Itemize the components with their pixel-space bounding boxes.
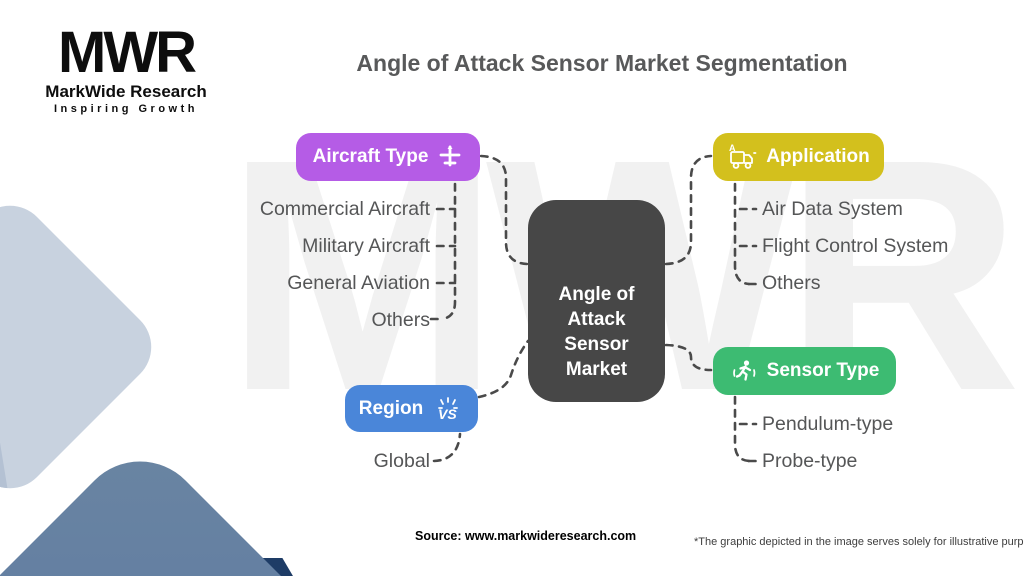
list-item: Others xyxy=(371,309,430,331)
plane-icon xyxy=(439,145,461,167)
segment-button-application: A Application xyxy=(713,133,884,181)
brand-logo: MWR MarkWide Research Inspiring Growth xyxy=(38,20,214,116)
truck-icon: A xyxy=(729,143,757,169)
brand-logo-name: MarkWide Research xyxy=(45,82,207,101)
brand-logo-acronym: MWR xyxy=(58,20,197,85)
item-list-aircraft-type: Commercial Aircraft Military Aircraft Ge… xyxy=(130,191,430,339)
list-item: Military Aircraft xyxy=(302,235,430,257)
runner-icon xyxy=(732,360,756,381)
list-item: Probe-type xyxy=(762,450,858,472)
center-node-market: Angle of Attack Sensor Market xyxy=(528,200,665,402)
list-item: Pendulum-type xyxy=(762,413,894,435)
vs-icon: VS xyxy=(438,396,459,422)
item-list-sensor-type: Pendulum-type Probe-type xyxy=(762,406,1012,480)
svg-text:VS: VS xyxy=(438,406,457,422)
segment-label-sensor-type: Sensor Type xyxy=(766,360,880,381)
list-item: General Aviation xyxy=(287,272,430,294)
item-list-region: Global xyxy=(250,443,430,480)
source-note: Source: www.markwideresearch.com xyxy=(415,529,637,543)
brand-logo-tagline: Inspiring Growth xyxy=(54,103,198,115)
list-item: Flight Control System xyxy=(762,235,949,257)
list-item: Others xyxy=(762,272,821,294)
segment-label-application: Application xyxy=(766,146,870,167)
segment-label-region: Region xyxy=(358,397,424,419)
page-title: Angle of Attack Sensor Market Segmentati… xyxy=(356,50,848,76)
list-item: Commercial Aircraft xyxy=(259,198,430,220)
segment-button-aircraft-type: Aircraft Type xyxy=(296,133,480,181)
svg-text:A: A xyxy=(729,143,736,153)
item-list-application: Air Data System Flight Control System Ot… xyxy=(762,191,1012,302)
center-node-label: Angle of Attack Sensor Market xyxy=(558,284,635,380)
list-item: Air Data System xyxy=(762,198,903,220)
segment-button-region: Region VS xyxy=(345,385,478,432)
segment-button-sensor-type: Sensor Type xyxy=(713,347,896,395)
disclaimer-note: *The graphic depicted in the image serve… xyxy=(694,536,1024,548)
list-item: Global xyxy=(373,450,430,472)
segment-label-aircraft-type: Aircraft Type xyxy=(312,146,429,167)
